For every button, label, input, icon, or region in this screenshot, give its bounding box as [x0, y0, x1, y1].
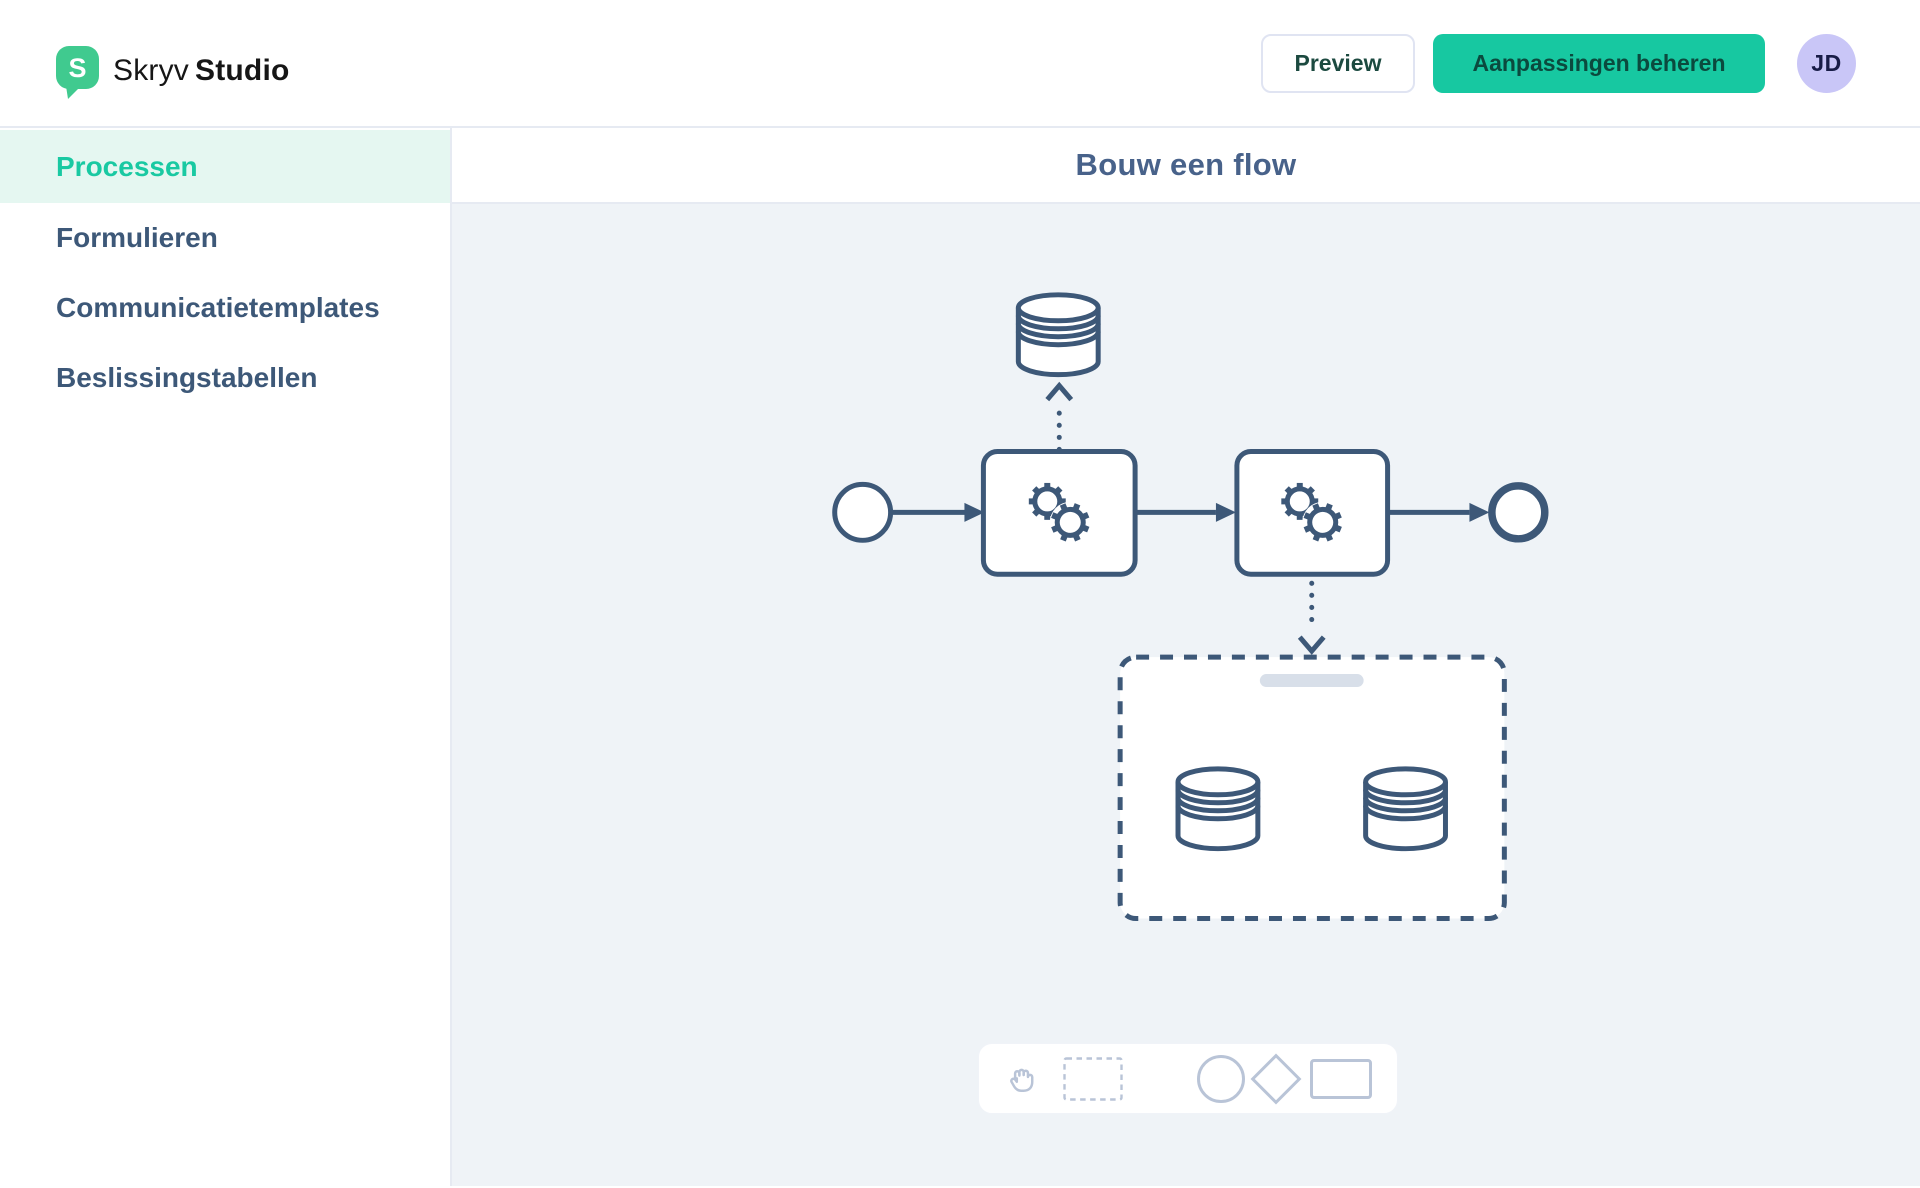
sidebar-item-formulieren[interactable]: Formulieren [56, 222, 218, 253]
edge-task1-task2[interactable] [1135, 502, 1236, 522]
brand-first: Skryv [113, 54, 189, 87]
title-bar: Bouw een flow [452, 128, 1920, 204]
arrowhead-up [1045, 381, 1074, 402]
diamond-shape-icon[interactable] [1250, 1053, 1302, 1104]
sidebar-item-communicatietemplates[interactable]: Communicatietemplates [56, 292, 380, 323]
sidebar-item-processen[interactable]: Processen [0, 130, 450, 203]
svg-text:S: S [68, 53, 86, 83]
circle-shape-icon[interactable] [1197, 1054, 1245, 1103]
arrowhead-right [1215, 502, 1236, 522]
datastore-right[interactable] [1366, 769, 1446, 849]
shape-palette [978, 1043, 1398, 1114]
sidebar-item-beslissingstabellen[interactable]: Beslissingstabellen [56, 362, 318, 393]
lasso-select-icon[interactable] [1063, 1056, 1123, 1101]
header-actions: Preview Aanpassingen beheren JD [1261, 33, 1856, 93]
flow-canvas[interactable] [452, 204, 1920, 1186]
rectangle-shape-icon[interactable] [1310, 1058, 1372, 1099]
end-event[interactable] [1488, 482, 1549, 543]
service-task-1[interactable] [980, 449, 1138, 577]
bpmn-diagram [832, 204, 1549, 922]
skryv-logo-icon: S [56, 46, 99, 99]
user-avatar[interactable]: JD [1797, 33, 1856, 93]
main-panel: Bouw een flow [452, 128, 1920, 1186]
grab-hand-icon[interactable] [1005, 1061, 1041, 1097]
edge-task2-end[interactable] [1387, 502, 1490, 522]
workspace: Processen Formulieren Communicatietempla… [0, 128, 1920, 1186]
brand-second: Studio [195, 54, 290, 87]
page-title: Bouw een flow [1075, 147, 1297, 182]
edge-task2-group[interactable] [1297, 580, 1326, 655]
label-placeholder-pill [1259, 674, 1364, 688]
datastore-left[interactable] [1178, 769, 1258, 849]
start-event[interactable] [832, 481, 894, 543]
preview-button[interactable]: Preview [1261, 33, 1415, 93]
sidebar: Processen Formulieren Communicatietempla… [0, 128, 452, 1186]
dashed-group[interactable] [1117, 654, 1507, 922]
arrowhead-right [1469, 502, 1490, 522]
service-task-2[interactable] [1234, 449, 1391, 577]
manage-changes-button[interactable]: Aanpassingen beheren [1433, 33, 1765, 93]
arrowhead-down [1297, 635, 1326, 655]
edge-task1-datastore[interactable] [1045, 381, 1074, 452]
edge-start-task1[interactable] [890, 502, 985, 522]
arrowhead-right [964, 502, 985, 522]
datastore-top[interactable] [1018, 295, 1098, 375]
